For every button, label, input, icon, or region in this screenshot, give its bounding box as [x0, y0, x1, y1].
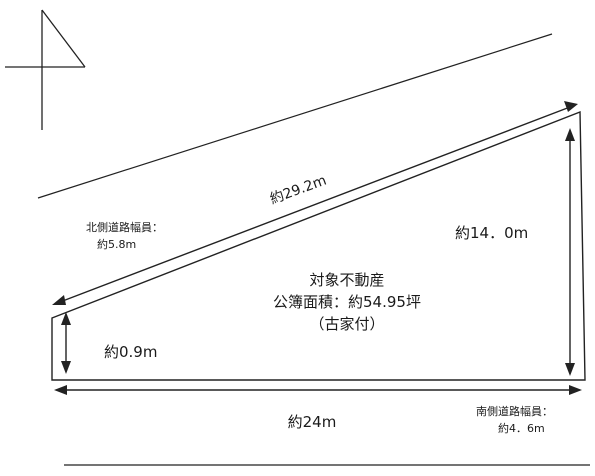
west-side-dimension-arrow [61, 312, 71, 374]
south-road-width: 約4．6m [498, 421, 545, 435]
north-road-width: 約5.8m [97, 237, 136, 251]
north-side-dimension-arrow [52, 101, 578, 305]
south-side-dimension-arrow [54, 385, 582, 395]
north-road-boundary [37, 33, 553, 199]
east-side-length-label: 約14．0m [455, 224, 528, 242]
east-side-dimension-arrow [565, 128, 575, 376]
property-note: （古家付） [309, 315, 384, 333]
property-title: 対象不動産 [309, 271, 384, 289]
south-side-length-label: 約24m [288, 413, 337, 431]
property-area: 公簿面積：約54.95坪 [273, 293, 421, 311]
west-side-length-label: 約0.9m [104, 343, 157, 361]
property-outline [51, 110, 586, 381]
north-arrow-icon [5, 9, 86, 130]
south-road-label: 南側道路幅員： [476, 404, 553, 418]
north-road-label: 北側道路幅員： [86, 220, 163, 234]
